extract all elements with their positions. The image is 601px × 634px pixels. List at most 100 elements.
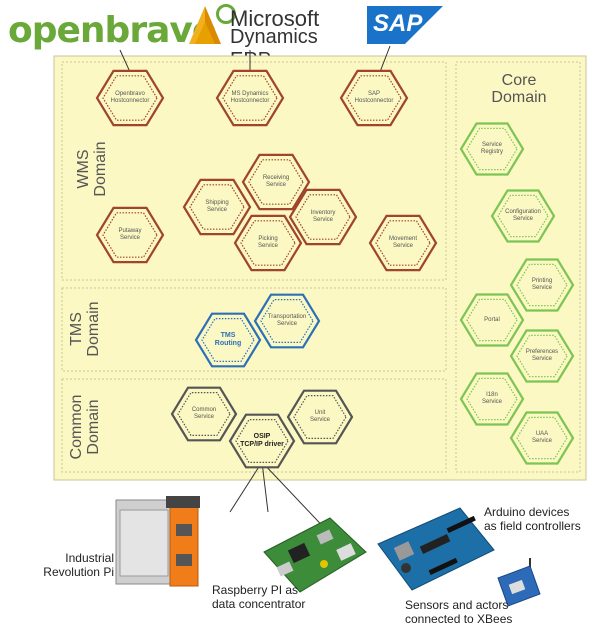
putaway-service-label-line2: Service: [119, 235, 140, 241]
unit-service-hexagon: [286, 389, 354, 445]
ms-dynamics-hostconnector-hexagon-inner: [222, 75, 278, 121]
tms-domain-box: [61, 287, 447, 372]
sap-hostconnector-label-line2: Hostconnector: [354, 98, 394, 104]
core-label-line1: Core: [501, 72, 537, 89]
transportation-service-label-line2: Service: [276, 321, 297, 327]
picking-service-label-line1: Picking: [258, 236, 278, 242]
preferences-service-hexagon-inner: [516, 334, 568, 378]
openbravo-hostconnector-hexagon-inner: [102, 75, 158, 121]
microsoft-logo-text: Microsoft: [230, 6, 320, 31]
osip-tcpip-driver-hexagon-inner: [235, 419, 289, 463]
configuration-service-label-line2: Service: [512, 216, 533, 222]
arduino-device-icon: [377, 507, 495, 591]
shipping-service-hexagon: [182, 178, 252, 236]
printing-service-hexagon-inner: [516, 263, 568, 307]
openbravo-logo-text: openbravo: [8, 10, 217, 51]
i18n-service-label-line1: I18n: [486, 392, 498, 398]
openbravo-hostconnector-label-line2: Hostconnector: [110, 98, 150, 104]
receiving-service-label-line1: Receiving: [262, 175, 290, 181]
wms-label-line2: Domain: [92, 141, 109, 197]
sap-hostconnector-hexagon: [339, 69, 409, 127]
common-service-label-line2: Service: [193, 414, 214, 420]
uaa-service-label-line2: Service: [531, 438, 552, 444]
osip-tcpip-driver-hexagon: [228, 413, 296, 469]
osip-tcpip-driver-label-line2: TCP/IP driver: [240, 441, 284, 448]
common-service-hexagon-inner: [177, 392, 231, 436]
unit-service-label-line2: Service: [309, 417, 330, 423]
i18n-service-label-line2: Service: [481, 399, 502, 405]
inventory-service-hexagon: [288, 188, 358, 246]
ms-dynamics-hostconnector-label-line2: Hostconnector: [230, 98, 270, 104]
service-registry-label-line1: Service: [481, 142, 502, 148]
wms-domain-box: [61, 61, 447, 281]
revpi-caption-line2: Revolution Pi: [43, 565, 114, 579]
putaway-service-label-line1: Putaway: [118, 228, 142, 234]
configuration-service-label-line1: Configuration: [505, 209, 541, 215]
printing-service-hexagon: [509, 258, 575, 312]
openbravo-hostconnector-hexagon: [95, 69, 165, 127]
configuration-service-hexagon: [490, 189, 556, 243]
service-registry-hexagon: [459, 122, 525, 176]
tms-domain-label: TMS Domain: [68, 299, 102, 359]
openbravo-logo-mark-icon: [215, 4, 236, 24]
movement-service-label-line2: Service: [392, 243, 413, 249]
portal-service-hexagon-inner: [466, 298, 518, 342]
openbravo-link-line: [119, 49, 131, 73]
i18n-service-hexagon: [459, 372, 525, 426]
sap-logo-shape-icon: [367, 6, 443, 44]
inventory-service-hexagon-inner: [295, 194, 351, 240]
revolution-pi-caption-2: Revolution Pi: [30, 565, 114, 579]
printing-service-label-line2: Service: [531, 285, 552, 291]
unit-service-label-line1: Unit: [314, 410, 326, 416]
rpi-caption-line2: data concentrator: [212, 597, 306, 611]
ms-dynamics-hostconnector-hexagon: [215, 69, 285, 127]
sensors-caption-line2: connected to XBees: [405, 612, 513, 626]
openbravo-hostconnector-label-line1: Openbravo: [115, 91, 145, 97]
service-registry-hexagon-inner: [466, 127, 518, 171]
receiving-service-hexagon: [241, 153, 311, 211]
common-domain-label: Common Domain: [68, 389, 102, 465]
common-domain-box: [61, 378, 447, 473]
revpi-caption-line1: Industrial: [65, 551, 114, 565]
preferences-service-label-line2: Service: [531, 356, 552, 362]
osip-revpi-line: [229, 461, 263, 513]
core-domain-label: Core Domain: [486, 72, 552, 106]
inventory-service-label-line1: Inventory: [310, 210, 336, 216]
configuration-service-hexagon-inner: [497, 194, 549, 238]
ms-dynamics-hostconnector-label-line1: MS Dynamics: [231, 91, 269, 97]
movement-service-label-line1: Movement: [388, 236, 417, 242]
osip-rpi-line: [261, 461, 269, 513]
movement-service-hexagon: [368, 214, 438, 272]
preferences-service-label-line1: Preferences: [525, 349, 559, 355]
common-service-label-line1: Common: [191, 407, 217, 413]
uaa-service-hexagon-inner: [516, 416, 568, 460]
inventory-service-label-line2: Service: [312, 217, 333, 223]
sap-logo: SAP: [367, 6, 443, 44]
common-service-hexagon: [170, 386, 238, 442]
wms-label-line1: WMS: [75, 149, 92, 189]
preferences-service-hexagon: [509, 329, 575, 383]
uaa-service-hexagon: [509, 411, 575, 465]
tms-label-line2: Domain: [85, 301, 102, 357]
transportation-service-hexagon-inner: [260, 299, 314, 343]
shipping-service-label-line2: Service: [206, 207, 227, 213]
picking-service-hexagon: [233, 214, 303, 272]
osip-tcpip-driver-label-line1: OSIP: [253, 433, 271, 440]
raspberry-pi-caption: Raspberry PI as data concentrator: [212, 583, 305, 611]
picking-service-hexagon-inner: [240, 220, 296, 266]
arduino-caption-line1: Arduino devices: [484, 505, 570, 519]
dynamics-logo-icon: [189, 6, 221, 44]
tms-label-line1: TMS: [68, 312, 85, 346]
